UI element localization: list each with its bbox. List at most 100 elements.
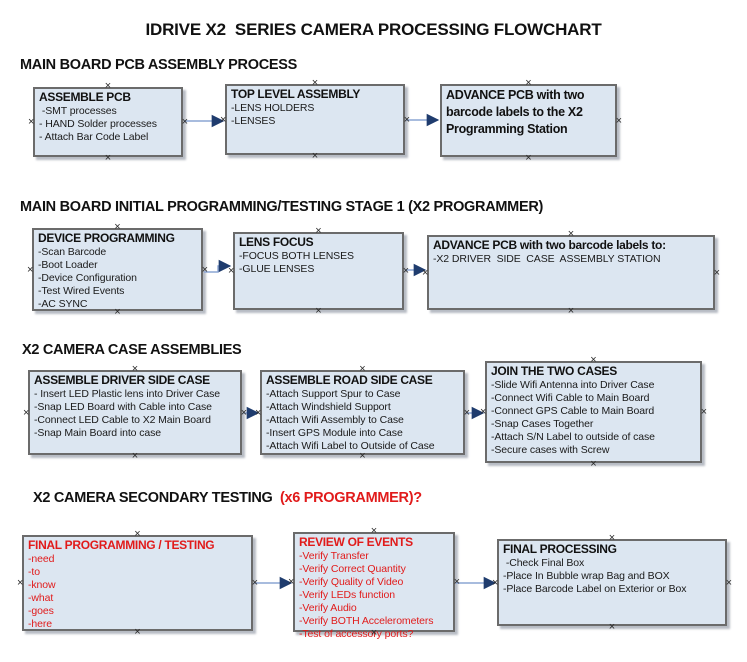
box-item: -Device Configuration bbox=[38, 272, 137, 284]
box-item: - Attach Bar Code Label bbox=[39, 131, 149, 143]
box-title: ADVANCE PCB with two barcode labels to t… bbox=[446, 88, 585, 136]
box-item: -Verify BOTH Accelerometers bbox=[299, 615, 434, 627]
connection-point-icon: × bbox=[453, 576, 460, 588]
flow-box-advance-pcb-programming-station: ××× ADVANCE PCB with two barcode labels … bbox=[440, 78, 622, 164]
connection-point-icon: × bbox=[255, 406, 262, 419]
connection-point-icon: × bbox=[422, 266, 429, 279]
box-title: REVIEW OF EVENTS bbox=[299, 535, 413, 549]
box-item: -Connect LED Cable to X2 Main Board bbox=[34, 414, 211, 426]
connection-point-icon: × bbox=[228, 265, 235, 277]
connection-point-icon: × bbox=[480, 406, 487, 418]
connection-point-icon: × bbox=[23, 406, 30, 419]
connection-point-icon: × bbox=[608, 621, 616, 633]
box-item: -Connect GPS Cable to Main Board bbox=[491, 405, 655, 417]
box-title: FINAL PROGRAMMING / TESTING bbox=[28, 538, 215, 552]
box-item: -what bbox=[28, 592, 54, 604]
section-heading-secondary-testing: X2 CAMERA SECONDARY TESTING (x6 PROGRAMM… bbox=[33, 490, 422, 506]
connection-point-icon: × bbox=[28, 116, 35, 128]
heading-black-part: X2 CAMERA SECONDARY TESTING bbox=[33, 490, 277, 506]
box-item: -Attach Wifi Assembly to Case bbox=[266, 414, 404, 426]
box-item: -know bbox=[28, 579, 56, 591]
box-title: JOIN THE TWO CASES bbox=[491, 364, 617, 378]
box-item: -Attach Wifi Label to Outside of Case bbox=[266, 440, 435, 452]
connection-point-icon: × bbox=[403, 113, 410, 126]
box-title: DEVICE PROGRAMMING bbox=[38, 231, 175, 245]
box-item: -AC SYNC bbox=[38, 298, 88, 310]
box-title: ADVANCE PCB with two barcode labels to: bbox=[433, 238, 666, 252]
connection-point-icon: × bbox=[131, 450, 139, 462]
box-item: -Test of accessory ports? bbox=[299, 628, 414, 640]
box-title: ASSEMBLE DRIVER SIDE CASE bbox=[34, 373, 210, 387]
connection-point-icon: × bbox=[590, 458, 597, 470]
connection-point-icon: × bbox=[220, 113, 227, 126]
connection-point-icon: × bbox=[181, 116, 188, 128]
connection-point-icon: × bbox=[114, 306, 121, 318]
flow-box-assemble-road-side-case: ×××× ASSEMBLE ROAD SIDE CASE -Attach Sup… bbox=[255, 364, 470, 462]
connection-point-icon: × bbox=[104, 80, 112, 92]
flow-box-assemble-pcb: ×××× ASSEMBLE PCB -SMT processes - HAND … bbox=[28, 81, 188, 164]
box-item: -Secure cases with Screw bbox=[491, 444, 610, 456]
box-item: -Slide Wifi Antenna into Driver Case bbox=[491, 379, 655, 391]
connection-point-icon: × bbox=[492, 576, 499, 589]
connection-point-icon: × bbox=[463, 406, 470, 419]
box-item: -Insert GPS Module into Case bbox=[266, 427, 403, 439]
box-item: -here bbox=[28, 618, 53, 630]
box-item: -LENSES bbox=[231, 115, 276, 127]
box-item: -Place In Bubble wrap Bag and BOX bbox=[503, 570, 670, 582]
connection-point-icon: × bbox=[700, 406, 707, 418]
box-item: -Attach Windshield Support bbox=[266, 401, 391, 413]
connection-point-icon: × bbox=[134, 626, 141, 638]
connection-point-icon: × bbox=[27, 263, 34, 276]
box-item: -Test Wired Events bbox=[38, 285, 125, 297]
box-item: -to bbox=[28, 566, 40, 578]
connection-point-icon: × bbox=[114, 221, 121, 233]
connection-point-icon: × bbox=[104, 152, 112, 164]
connection-point-icon: × bbox=[525, 152, 532, 164]
flow-box-review-of-events: ×××× REVIEW OF EVENTS -Verify Transfer -… bbox=[288, 526, 460, 641]
flow-box-final-processing: × × × × FINAL PROCESSING -Check Final Box -… bbox=[492, 533, 732, 633]
box-item: - HAND Solder processes bbox=[39, 118, 157, 130]
box-item: -Snap LED Board with Cable into Case bbox=[34, 401, 212, 413]
box-item: -Verify Correct Quantity bbox=[299, 563, 406, 575]
box-item: -Attach S/N Label to outside of case bbox=[491, 431, 655, 443]
connection-point-icon: × bbox=[567, 228, 575, 240]
box-title: ASSEMBLE PCB bbox=[39, 90, 131, 104]
box-item: -Verify Transfer bbox=[299, 550, 369, 562]
connection-point-icon: × bbox=[608, 532, 616, 544]
connection-point-icon: × bbox=[567, 305, 575, 317]
box-item: -GLUE LENSES bbox=[239, 263, 315, 275]
connection-point-icon: × bbox=[402, 265, 409, 277]
box-item: -goes bbox=[28, 605, 54, 617]
section-heading-initial-programming: MAIN BOARD INITIAL PROGRAMMING/TESTING S… bbox=[20, 199, 544, 215]
box-item: -Check Final Box bbox=[503, 557, 585, 569]
section-heading-pcb-assembly: MAIN BOARD PCB ASSEMBLY PROCESS bbox=[20, 57, 297, 73]
box-item: -need bbox=[28, 553, 55, 565]
connection-point-icon: × bbox=[240, 406, 247, 419]
connection-point-icon: × bbox=[370, 627, 378, 639]
flow-box-assemble-driver-side-case: ×××× ASSEMBLE DRIVER SIDE CASE - Insert … bbox=[23, 364, 247, 462]
flow-box-device-programming: ×××× DEVICE PROGRAMMING -Scan Barcode -B… bbox=[27, 222, 208, 318]
box-item: -Attach Support Spur to Case bbox=[266, 388, 401, 400]
connection-point-icon: × bbox=[590, 354, 597, 366]
box-item: -Connect Wifi Cable to Main Board bbox=[491, 392, 650, 404]
connection-point-icon: × bbox=[311, 150, 319, 162]
connection-point-icon: × bbox=[370, 525, 378, 537]
connection-point-icon: × bbox=[359, 363, 366, 375]
flow-box-lens-focus: ×××× LENS FOCUS -FOCUS BOTH LENSES -GLUE… bbox=[228, 226, 409, 317]
box-item: -Snap Main Board into case bbox=[34, 427, 161, 439]
section-heading-case-assemblies: X2 CAMERA CASE ASSEMBLIES bbox=[22, 342, 242, 358]
connection-point-icon: × bbox=[17, 577, 24, 589]
box-title: TOP LEVEL ASSEMBLY bbox=[231, 87, 361, 101]
connection-point-icon: × bbox=[134, 528, 141, 540]
heading-red-part: (x6 PROGRAMMER)? bbox=[276, 490, 422, 506]
box-item: -LENS HOLDERS bbox=[231, 102, 315, 114]
box-item: -Verify Audio bbox=[299, 602, 357, 614]
box-title: ASSEMBLE ROAD SIDE CASE bbox=[266, 373, 433, 387]
box-item: -Snap Cases Together bbox=[491, 418, 594, 430]
box-title: FINAL PROCESSING bbox=[503, 542, 617, 556]
box-item: -Verify LEDs function bbox=[299, 589, 395, 601]
connection-point-icon: × bbox=[315, 305, 322, 317]
box-item: - Insert LED Plastic lens into Driver Ca… bbox=[34, 388, 221, 400]
connection-point-icon: × bbox=[713, 266, 720, 279]
connection-point-icon: × bbox=[725, 576, 732, 589]
